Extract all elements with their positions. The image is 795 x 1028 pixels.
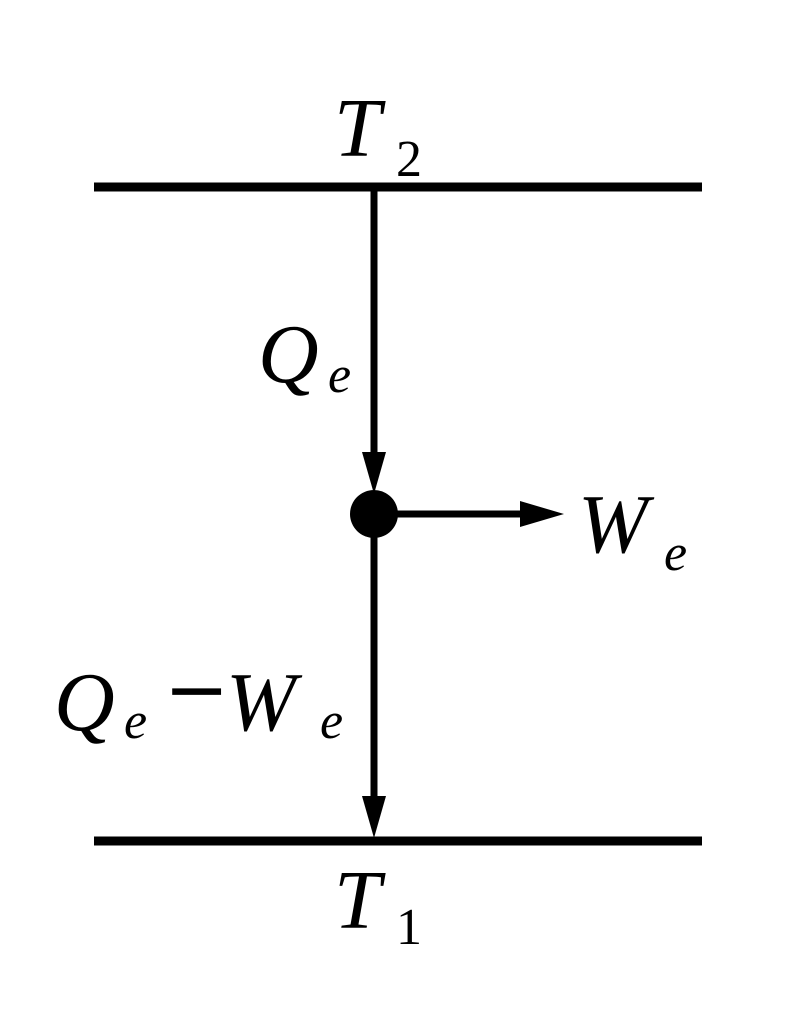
svg-text:e: e	[328, 347, 351, 404]
svg-text:−: −	[164, 645, 229, 735]
svg-text:e: e	[664, 525, 687, 582]
svg-text:e: e	[320, 693, 343, 750]
svg-text:W: W	[578, 478, 655, 571]
cold-reservoir-label: T 1	[334, 854, 422, 956]
svg-text:T: T	[334, 854, 386, 947]
svg-text:1: 1	[396, 899, 422, 956]
svg-text:T: T	[334, 82, 386, 175]
heat-in-arrowhead	[362, 452, 386, 494]
svg-text:e: e	[124, 693, 147, 750]
svg-text:2: 2	[396, 131, 422, 188]
svg-text:W: W	[226, 656, 303, 749]
svg-text:Q: Q	[54, 656, 115, 749]
work-out-label: W e	[578, 478, 687, 582]
heat-out-arrowhead	[362, 796, 386, 838]
work-out-arrowhead	[520, 501, 564, 527]
heat-out-label: Q e − W e	[54, 645, 343, 750]
hot-reservoir-label: T 2	[334, 82, 422, 188]
svg-text:Q: Q	[258, 308, 319, 401]
heat-in-label: Q e	[258, 308, 351, 404]
